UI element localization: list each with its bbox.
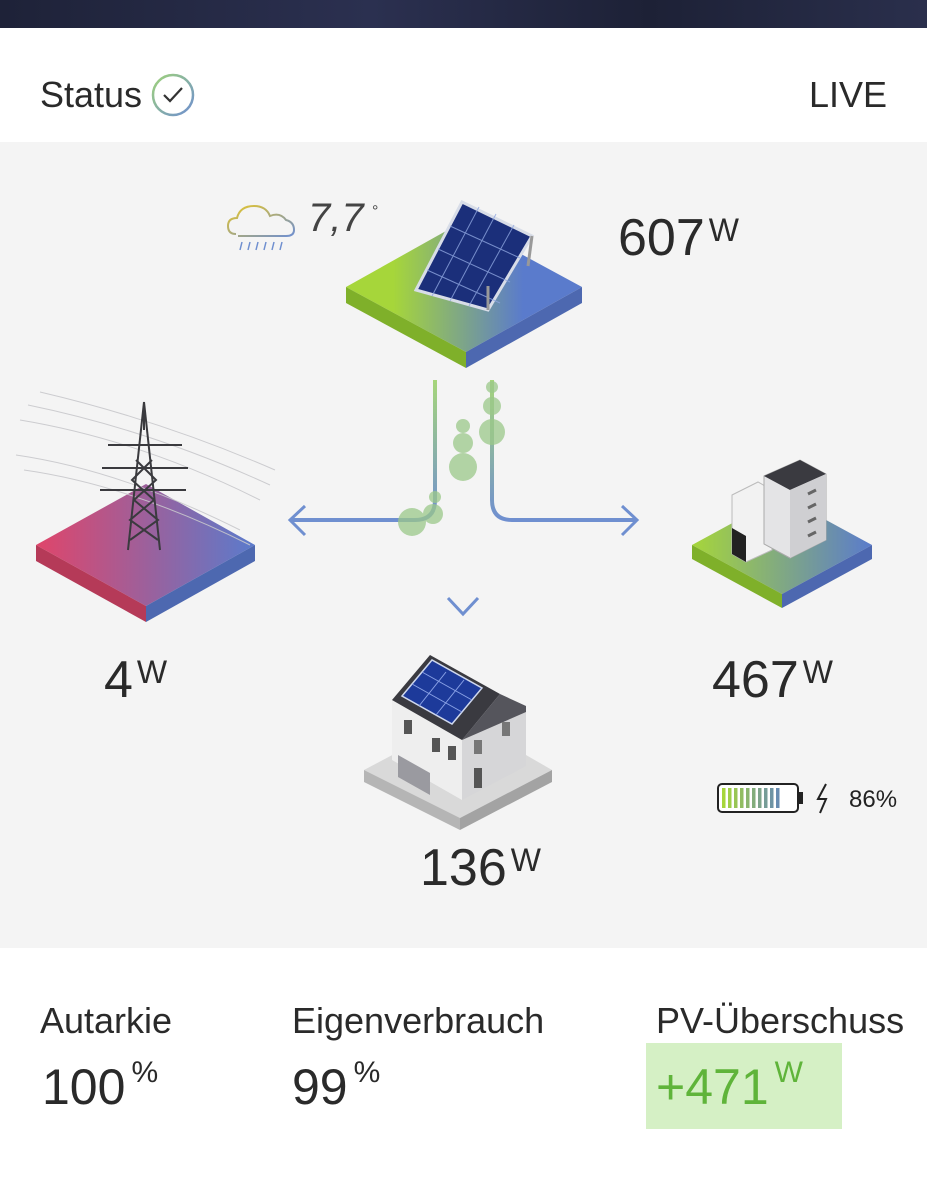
cloud-rain-icon	[226, 204, 296, 251]
battery-cell	[758, 788, 762, 808]
home-battery-storage-icon	[731, 459, 827, 563]
battery-cell	[776, 788, 780, 808]
battery-cell	[752, 788, 756, 808]
solar-panel-icon	[413, 200, 535, 312]
battery-cell	[734, 788, 738, 808]
degree-symbol: °	[372, 203, 379, 220]
pv-ueberschuss-label: PV-Überschuss	[656, 1000, 905, 1041]
battery-level-icon	[717, 783, 828, 814]
battery-cell	[746, 788, 750, 808]
status-label: Status	[40, 74, 143, 115]
energy-flow-diagram	[15, 200, 872, 830]
battery-cell	[728, 788, 732, 808]
grid-platform	[36, 484, 255, 622]
eigenverbrauch-value: 99%	[292, 1056, 381, 1115]
battery-cell	[764, 788, 768, 808]
battery-cell	[740, 788, 744, 808]
flow-energy-bubbles	[398, 381, 505, 536]
power-pylon-icon	[100, 401, 188, 551]
battery-cell	[722, 788, 726, 808]
status-bar: Status LIVE	[0, 28, 927, 142]
pv-surplus-highlight	[646, 1043, 842, 1129]
status-ok-check-icon[interactable]	[150, 72, 196, 118]
autarkie-label: Autarkie	[40, 1000, 173, 1041]
flow-lines	[287, 378, 640, 617]
live-label: LIVE	[808, 74, 887, 115]
autarkie-value: 100%	[42, 1056, 159, 1115]
outside-temperature: 7,7	[308, 196, 364, 240]
battery-cell	[770, 788, 774, 808]
battery-percentage: 86%	[849, 786, 898, 813]
top-banner	[0, 0, 927, 28]
eigenverbrauch-label: Eigenverbrauch	[292, 1000, 545, 1041]
house-icon	[392, 655, 526, 800]
